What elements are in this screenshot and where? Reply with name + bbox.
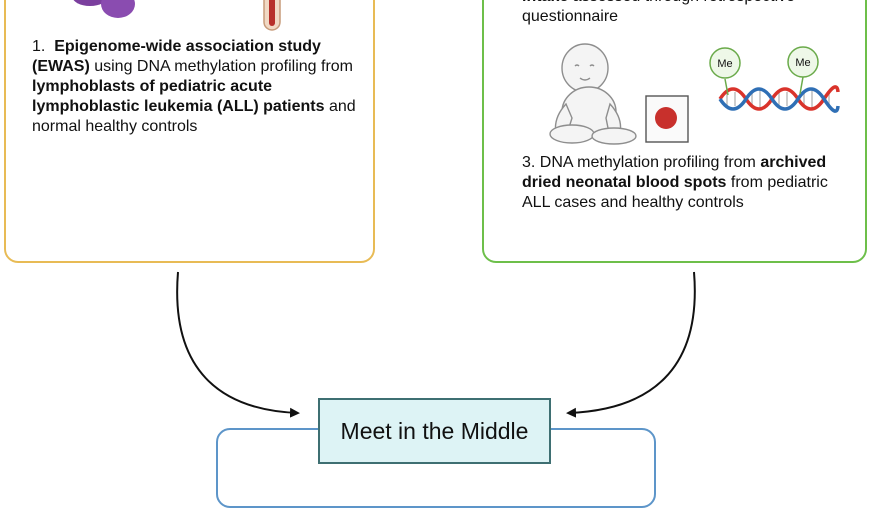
ewas-panel bbox=[4, 0, 375, 263]
step3-number: 3. bbox=[522, 154, 536, 171]
methyl-tag-1: Me bbox=[709, 47, 741, 96]
blood-tube-icon bbox=[263, 0, 281, 31]
step2-bold: intake bbox=[522, 0, 568, 5]
illustrations: Me Me bbox=[73, 0, 840, 418]
step3-text1: DNA methylation profiling from bbox=[539, 154, 761, 171]
step3-bold: archived dried neonatal blood spots bbox=[522, 154, 827, 191]
step1-number: 1. bbox=[32, 38, 46, 55]
step1-bold2: lymphoblasts of pediatric acute lymphobl… bbox=[32, 78, 325, 115]
baby-icon bbox=[549, 43, 637, 145]
methyl-tag-2-label: Me bbox=[795, 57, 810, 69]
step1-text2: and normal healthy controls bbox=[32, 98, 356, 135]
step1-bold1: Epigenome-wide association study (EWAS) bbox=[32, 38, 321, 75]
dried-blood-spot-icon bbox=[645, 95, 689, 143]
step2-description: intake assessed through retrospective qu… bbox=[522, 0, 852, 27]
meet-in-the-middle-label: Meet in the Middle bbox=[340, 417, 529, 444]
methyl-tag-1-label: Me bbox=[717, 58, 732, 70]
step1-text1: using DNA methylation profiling from bbox=[89, 58, 354, 75]
step1-description: 1. Epigenome-wide association study (EWA… bbox=[32, 37, 362, 137]
step2-text: assessed through retrospective questionn… bbox=[522, 0, 795, 25]
step3-description: 3. DNA methylation profiling from archiv… bbox=[522, 153, 852, 213]
lymphoblast-cells-icon bbox=[73, 0, 135, 18]
meet-in-the-middle-box: Meet in the Middle bbox=[318, 398, 551, 464]
dna-helix-icon bbox=[718, 85, 840, 113]
right-arrow bbox=[566, 271, 696, 418]
left-arrow bbox=[176, 271, 300, 418]
methyl-tag-2: Me bbox=[787, 46, 819, 95]
step3-text2: from pediatric ALL cases and healthy con… bbox=[522, 174, 828, 211]
